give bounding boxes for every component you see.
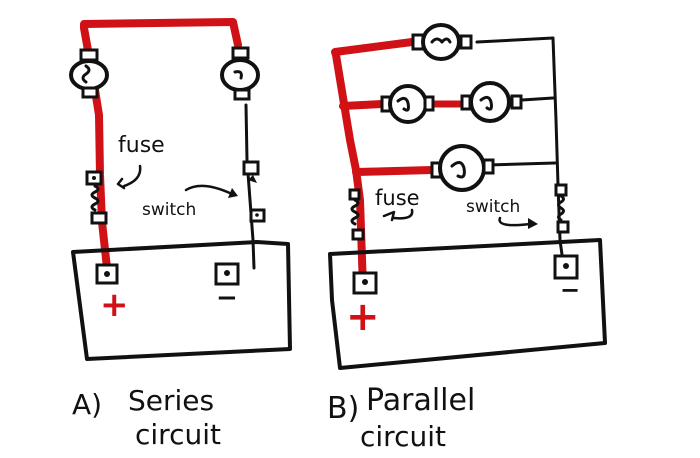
parallel-bulb-1 (411, 23, 473, 61)
series-battery-positive: + (100, 285, 129, 325)
series-fuse-label: fuse (118, 133, 165, 158)
series-label-letter: A) (72, 388, 102, 421)
series-fuse (85, 170, 108, 225)
parallel-switch-arrow (498, 216, 532, 227)
parallel-switch (554, 183, 570, 234)
series-switch-label: switch (142, 200, 196, 220)
series-switch (242, 160, 266, 223)
parallel-branch-3-wire (352, 166, 436, 176)
series-circuit: fuse switch + − A) Series circuit (69, 18, 292, 451)
parallel-bulb-3 (430, 144, 495, 192)
parallel-label-letter: B) (327, 391, 359, 426)
series-fuse-arrow (116, 164, 142, 190)
parallel-battery-negative: − (560, 276, 580, 304)
parallel-bulb-2a (380, 84, 435, 124)
parallel-fuse-label: fuse (375, 186, 420, 210)
parallel-negative-wire (475, 36, 565, 264)
series-title-line1: Series (128, 384, 214, 417)
parallel-battery-positive: + (346, 294, 380, 340)
series-battery: + − (71, 240, 292, 361)
parallel-fuse (348, 188, 365, 241)
series-battery-negative: − (216, 283, 238, 313)
parallel-circuit: fuse switch + − B) Parallel circuit (327, 23, 607, 453)
series-switch-arrowhead (228, 188, 238, 198)
series-negative-wire (244, 103, 256, 270)
parallel-branch-2-return (520, 96, 555, 102)
parallel-title-line1: Parallel (366, 383, 475, 418)
parallel-switch-label: switch (466, 197, 520, 217)
parallel-bulb-2b (460, 81, 523, 123)
parallel-battery: + − (328, 238, 607, 370)
parallel-fuse-arrow (382, 208, 414, 222)
series-switch-arrow (184, 184, 234, 196)
parallel-switch-arrowhead (528, 218, 538, 229)
parallel-title-line2: circuit (360, 420, 446, 453)
parallel-branch-3-return (486, 161, 557, 167)
series-title-line2: circuit (135, 418, 221, 451)
parallel-branch-2-wire (339, 100, 387, 110)
series-bulb-left (69, 48, 109, 99)
series-bulb-right (220, 46, 260, 101)
